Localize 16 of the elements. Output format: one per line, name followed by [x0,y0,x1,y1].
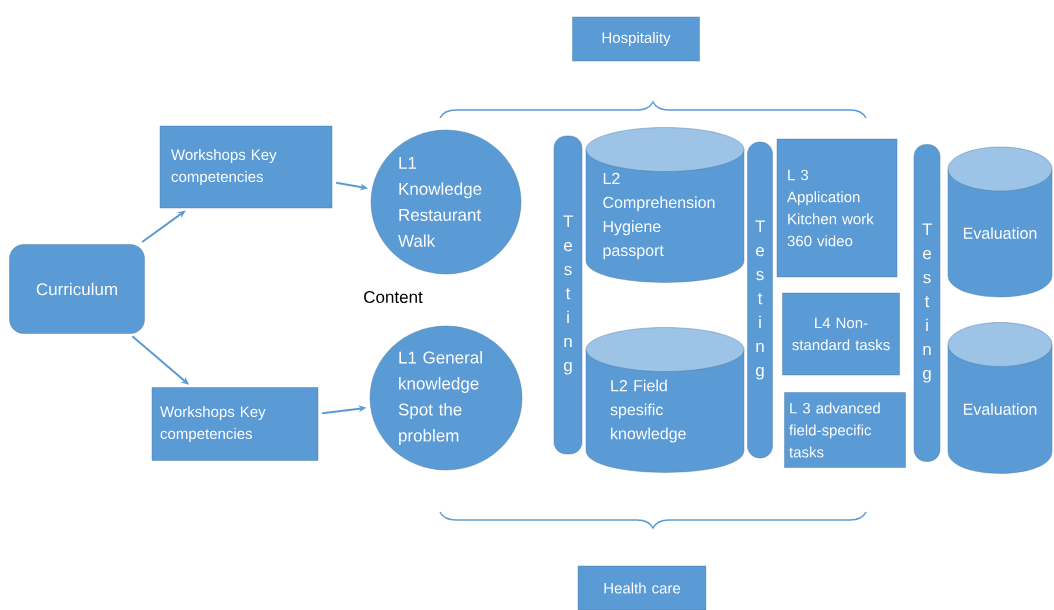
level-cylinder: L2 Field spesific knowledge [585,327,745,473]
testing-bar: Testing [913,144,941,462]
level-box: L4 Non-standard tasks [782,292,900,376]
testing-bar: Testing [747,141,773,459]
evaluation-cylinder: Evaluation [947,146,1053,298]
level-cylinder: L2 Comprehension Hygiene passport [585,127,745,283]
testing-bar: Testing [553,135,583,455]
workshop-box: Workshops Key competencies [151,387,319,461]
level-box: L 3 Application Kitchen work 360 video [776,138,898,278]
category-box: Hospitality [572,16,700,62]
start-box: Curriculum [9,244,145,334]
category-box: Health care [577,565,707,610]
level-box: L 3 advanced field-specific tasks [784,392,906,468]
workshop-box: Workshops Key competencies [159,125,333,209]
evaluation-cylinder: Evaluation [947,322,1053,474]
label-text: Content [364,291,423,304]
